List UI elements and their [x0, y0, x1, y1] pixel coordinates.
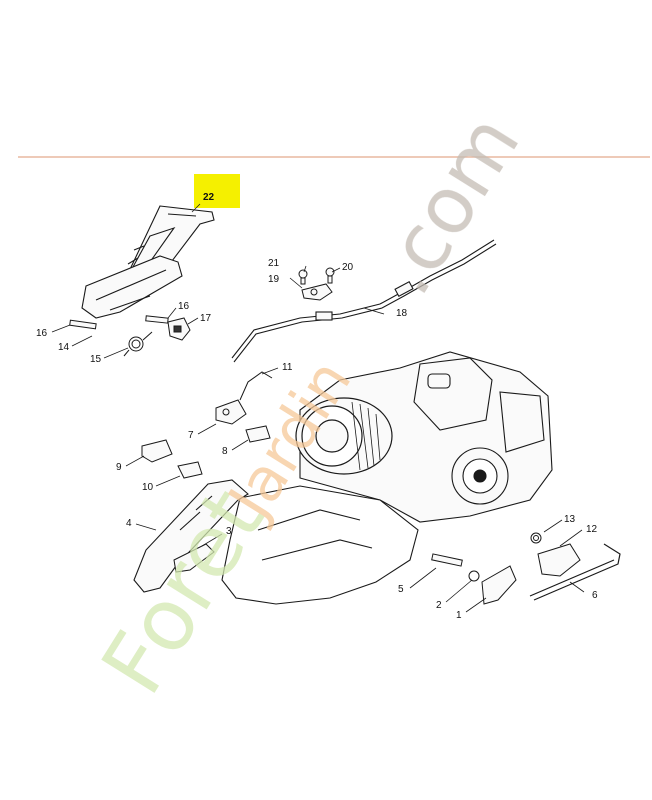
part-11-hose[interactable] — [239, 371, 273, 401]
part-8-clamp[interactable] — [245, 425, 271, 443]
part-label-2: 2 — [436, 600, 442, 611]
part-16-pin-left[interactable] — [69, 319, 97, 330]
part-13-spring[interactable] — [530, 532, 542, 544]
part-label-17: 17 — [200, 313, 212, 324]
part-label-12: 12 — [586, 524, 598, 535]
part-label-14: 14 — [58, 342, 70, 353]
flywheel — [451, 447, 509, 505]
part-19-bracket[interactable] — [301, 283, 333, 301]
part-12-lock[interactable] — [537, 543, 581, 577]
part-9-valve[interactable] — [141, 439, 173, 463]
part-4-rear-handle[interactable] — [133, 479, 249, 593]
part-label-10: 10 — [142, 482, 154, 493]
part-label-3: 3 — [226, 526, 232, 537]
part-label-15: 15 — [90, 354, 102, 365]
part-label-16-right: 16 — [178, 301, 190, 312]
crankcase-housing — [221, 485, 419, 605]
highlight-box — [194, 174, 240, 208]
part-label-20: 20 — [342, 262, 354, 273]
part-label-16-left: 16 — [36, 328, 48, 339]
part-label-6: 6 — [592, 590, 598, 601]
part-17-trigger[interactable] — [167, 317, 191, 341]
part-label-22: 22 — [203, 192, 215, 203]
part-1-lever[interactable] — [481, 565, 517, 605]
part-14-handle-housing[interactable] — [81, 255, 183, 319]
part-16-pin-right[interactable] — [145, 315, 169, 324]
leader-lines — [51, 203, 585, 613]
part-label-19: 19 — [268, 274, 280, 285]
part-5-rod[interactable] — [431, 553, 463, 567]
part-label-1: 1 — [456, 610, 462, 621]
part-label-5: 5 — [398, 584, 404, 595]
part-label-7: 7 — [188, 430, 194, 441]
part-label-4: 4 — [126, 518, 132, 529]
part-2-ring[interactable] — [468, 570, 480, 582]
part-3-cover[interactable] — [173, 543, 215, 573]
part-label-21: 21 — [268, 258, 280, 269]
part-15-spring[interactable] — [123, 331, 153, 357]
part-label-8: 8 — [222, 446, 228, 457]
watermark-suffix: .com — [360, 100, 538, 310]
part-10-clip[interactable] — [177, 461, 203, 479]
part-label-11: 11 — [282, 362, 293, 373]
part-label-18: 18 — [396, 308, 408, 319]
part-21-screw[interactable] — [298, 269, 308, 285]
part-label-13: 13 — [564, 514, 576, 525]
part-18-throttle-cable[interactable] — [231, 239, 497, 363]
part-20-screw[interactable] — [325, 267, 335, 284]
part-6-brake-bar[interactable] — [529, 543, 621, 601]
air-filter — [295, 397, 393, 475]
part-label-9: 9 — [116, 462, 122, 473]
part-7-carburetor[interactable] — [215, 399, 247, 425]
